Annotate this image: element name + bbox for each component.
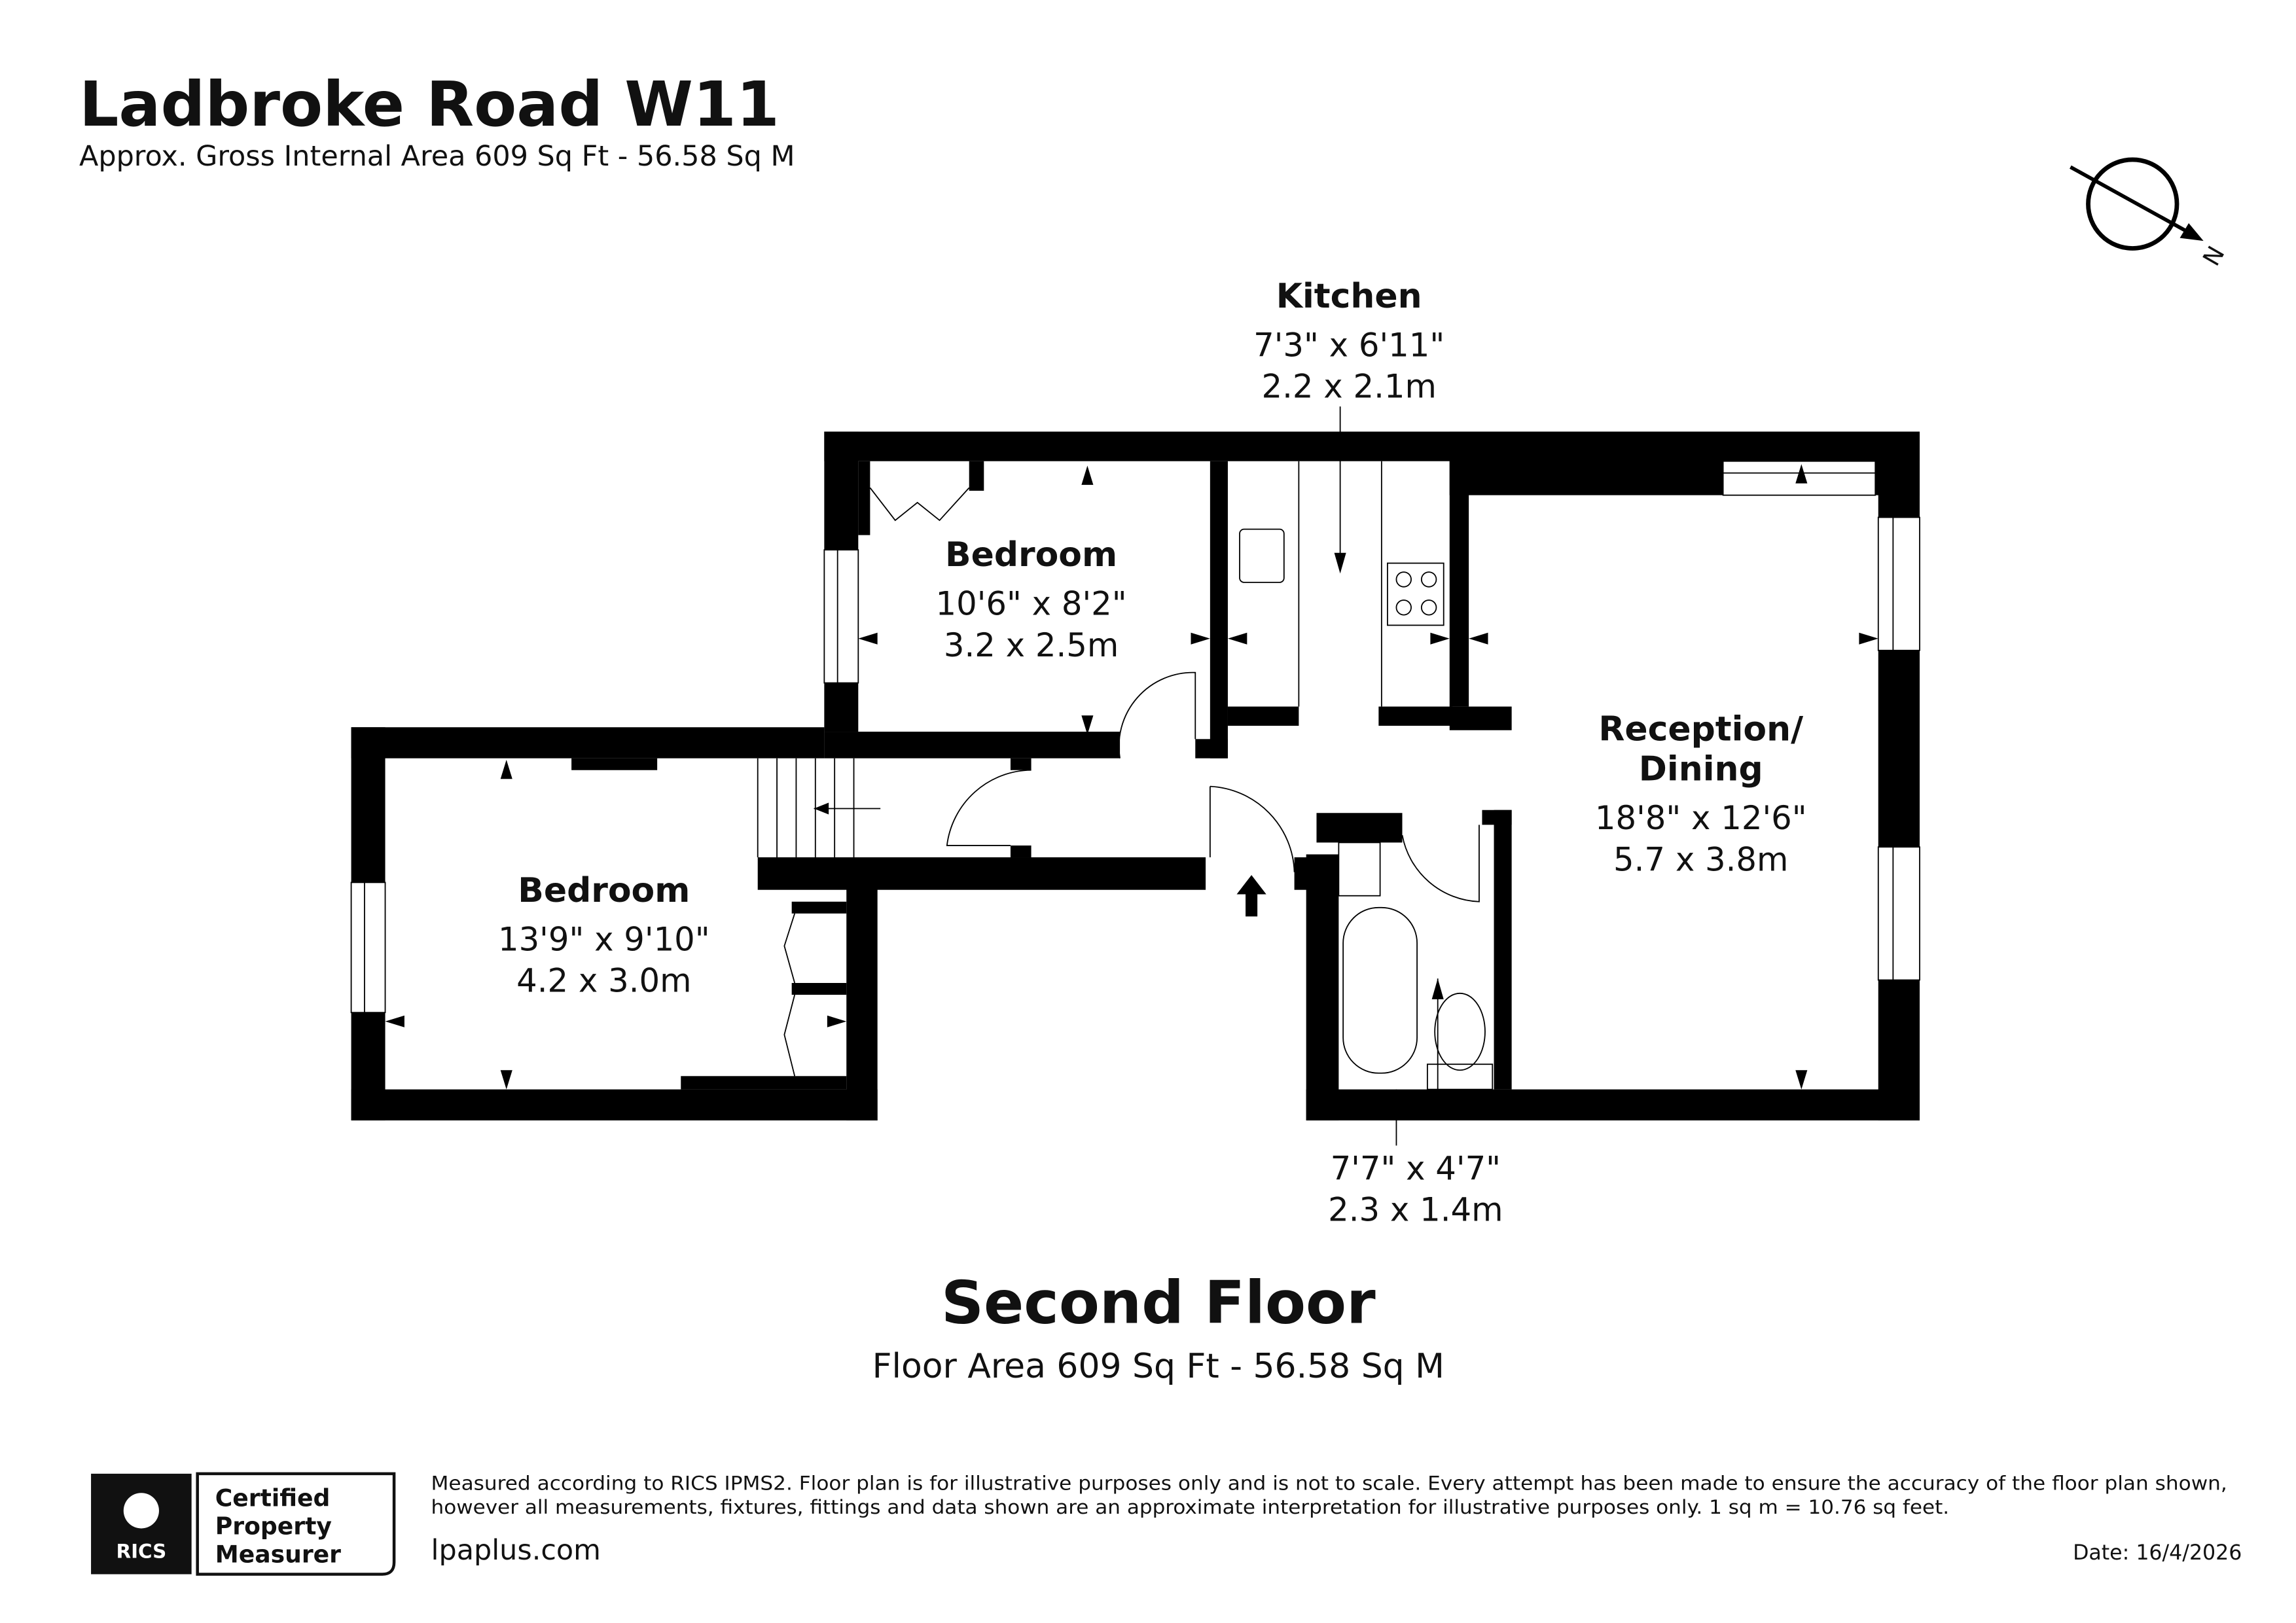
floor-title: Second Floor [941, 1268, 1376, 1337]
room-name: Bedroom [518, 871, 690, 910]
room-size-metric: 4.2 x 3.0m [516, 962, 691, 1000]
room-name: Kitchen [1276, 277, 1422, 316]
room-name: Dining [1639, 750, 1763, 789]
room-size-metric: 2.3 x 1.4m [1328, 1191, 1503, 1229]
room-size-metric: 2.2 x 2.1m [1261, 368, 1436, 406]
floor-area: Floor Area 609 Sq Ft - 56.58 Sq M [872, 1347, 1444, 1386]
room-size-imperial: 7'7" x 4'7" [1331, 1149, 1501, 1187]
room-name: Bedroom [945, 535, 1117, 575]
disclaimer-line: however all measurements, fixtures, fitt… [431, 1496, 1950, 1518]
bath-icon [1342, 906, 1418, 1074]
disclaimer-line: Measured according to RICS IPMS2. Floor … [431, 1472, 2227, 1495]
page-subtitle: Approx. Gross Internal Area 609 Sq Ft - … [79, 140, 795, 173]
room-size-imperial: 13'9" x 9'10" [498, 920, 710, 958]
stairs [757, 758, 881, 858]
north-arrow-icon: N [2070, 157, 2231, 271]
badge-line: Measurer [215, 1540, 341, 1568]
room-name: Reception/ [1598, 710, 1803, 749]
hob-icon [1386, 562, 1444, 626]
room-size-imperial: 10'6" x 8'2" [936, 585, 1127, 623]
badge-line: Certified [215, 1484, 331, 1512]
toilet-icon [1434, 992, 1486, 1071]
entrance-arrow-icon [1236, 875, 1266, 917]
room-label-reception: Reception/ Dining 18'8" x 12'6" 5.7 x 3.… [1595, 710, 1807, 879]
basin-icon [1338, 842, 1381, 897]
walls [351, 431, 1920, 1121]
sink-icon [1239, 528, 1285, 583]
page-title: Ladbroke Road W11 [79, 69, 780, 141]
compass-label: N [2197, 241, 2231, 271]
rics-badge: RICS Certified Property Measurer [91, 1472, 396, 1576]
room-size-metric: 5.7 x 3.8m [1613, 840, 1788, 878]
badge-line: Property [215, 1512, 332, 1540]
website-link[interactable]: lpaplus.com [431, 1534, 601, 1567]
rics-lion-icon [123, 1493, 159, 1529]
dimension-arrows [385, 464, 1878, 1090]
room-size-imperial: 18'8" x 12'6" [1595, 799, 1807, 837]
room-label-bedroom-lower: Bedroom 13'9" x 9'10" 4.2 x 3.0m [498, 871, 710, 1000]
room-size-imperial: 7'3" x 6'11" [1253, 326, 1444, 364]
room-label-bedroom-upper: Bedroom 10'6" x 8'2" 3.2 x 2.5m [936, 535, 1127, 664]
doors-and-fixtures [757, 406, 1494, 1146]
room-size-metric: 3.2 x 2.5m [944, 626, 1119, 664]
windows [350, 460, 1920, 1014]
badge-org: RICS [116, 1541, 166, 1563]
plan-date: Date: 16/4/2026 [2073, 1541, 2242, 1565]
room-label-bathroom: 7'7" x 4'7" 2.3 x 1.4m [1328, 1149, 1503, 1228]
room-label-kitchen: Kitchen 7'3" x 6'11" 2.2 x 2.1m [1253, 277, 1444, 406]
